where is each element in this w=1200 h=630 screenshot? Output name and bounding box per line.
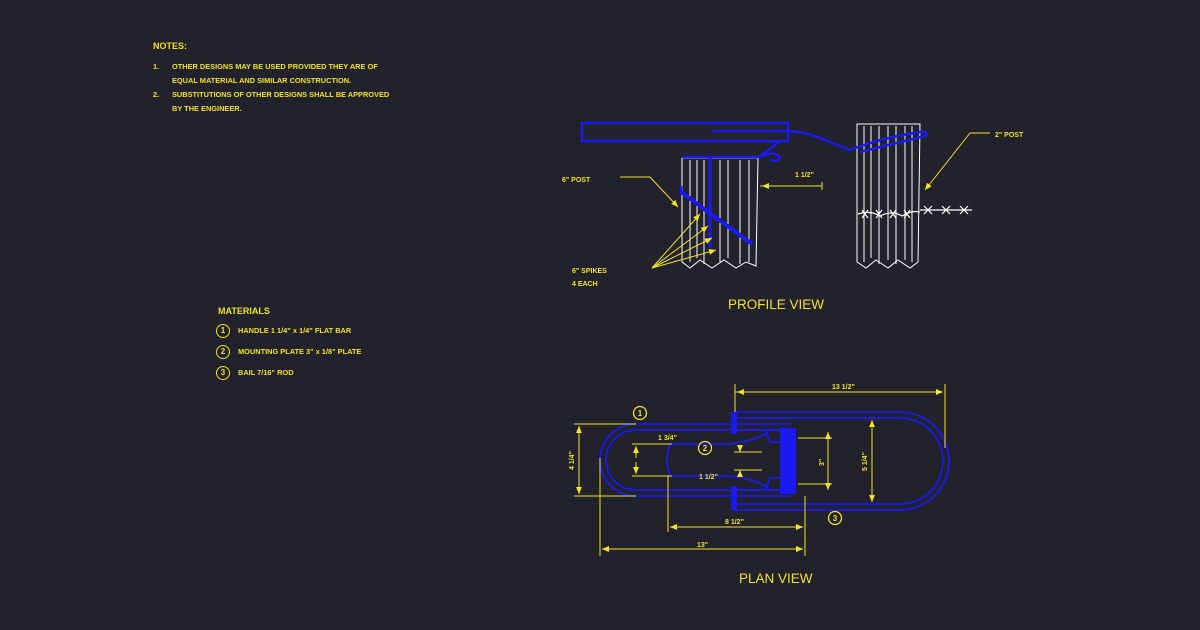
wood-post-6in	[681, 157, 759, 269]
label-2in-post: 2" POST	[995, 132, 1024, 139]
callout-number: 1	[638, 409, 643, 418]
callout-number: 2	[703, 444, 708, 453]
material-label: BAIL 7/16" ROD	[238, 368, 294, 377]
callout-number: 3	[833, 514, 838, 523]
dim-handle-inner: 8 1/2"	[725, 519, 744, 526]
material-label: HANDLE 1 1/4" x 1/4" FLAT BAR	[238, 326, 352, 335]
materials-title: MATERIALS	[218, 306, 270, 316]
dim-slot-width: 1 3/4"	[658, 435, 677, 442]
note-number: 1.	[153, 62, 160, 71]
label-spikes: 6" SPIKES	[572, 268, 607, 275]
dim-overall-handle: 13"	[697, 542, 708, 549]
bail-rod-plan	[735, 411, 950, 511]
note-line: BY THE ENGINEER.	[172, 104, 242, 113]
profile-view-title: PROFILE VIEW	[728, 297, 825, 312]
profile-view: 6" POST 2" POST 6" SPIKES 4 EACH 1 1/2"	[562, 121, 1024, 288]
mounting-plate-plan	[666, 429, 790, 491]
callout-2: 2	[697, 440, 713, 456]
dim-slot-small: 1 1/2"	[699, 474, 718, 481]
callout-circle: 3	[216, 366, 230, 380]
dim-plate-width: 3"	[819, 459, 826, 466]
plan-view-title: PLAN VIEW	[739, 571, 813, 586]
dim-gap-label: 1 1/2"	[795, 172, 814, 179]
label-spikes-count: 4 EACH	[572, 281, 598, 288]
barbed-wire	[857, 205, 972, 219]
profile-leaders	[620, 132, 990, 269]
note-line: SUBSTITUTIONS OF OTHER DESIGNS SHALL BE …	[172, 90, 390, 99]
plan-view: 13 1/2" 13" 8 1/2" 1 3/4" 1 1/2" 4 1/4" …	[569, 384, 950, 556]
bail-hinge-plan	[780, 428, 796, 494]
callout-circle: 2	[216, 345, 230, 359]
callout-3: 3	[827, 510, 843, 526]
wood-post-2in	[856, 123, 921, 269]
label-6in-post: 6" POST	[562, 177, 591, 184]
gate-handle-profile	[580, 121, 928, 248]
handle-plan	[599, 423, 790, 497]
plan-dimensions	[574, 384, 946, 556]
callout-circle: 1	[216, 324, 230, 338]
callout-1: 1	[632, 405, 648, 421]
note-number: 2.	[153, 90, 160, 99]
notes-title: NOTES:	[153, 41, 188, 51]
dim-handle-width: 4 1/4"	[569, 451, 576, 470]
dim-overall-bail: 13 1/2"	[832, 384, 855, 391]
material-label: MOUNTING PLATE 3" x 1/8" PLATE	[238, 347, 362, 356]
dim-bail-width: 5 1/4"	[862, 452, 869, 471]
note-line: OTHER DESIGNS MAY BE USED PROVIDED THEY …	[172, 62, 378, 71]
note-line: EQUAL MATERIAL AND SIMILAR CONSTRUCTION.	[172, 76, 352, 85]
